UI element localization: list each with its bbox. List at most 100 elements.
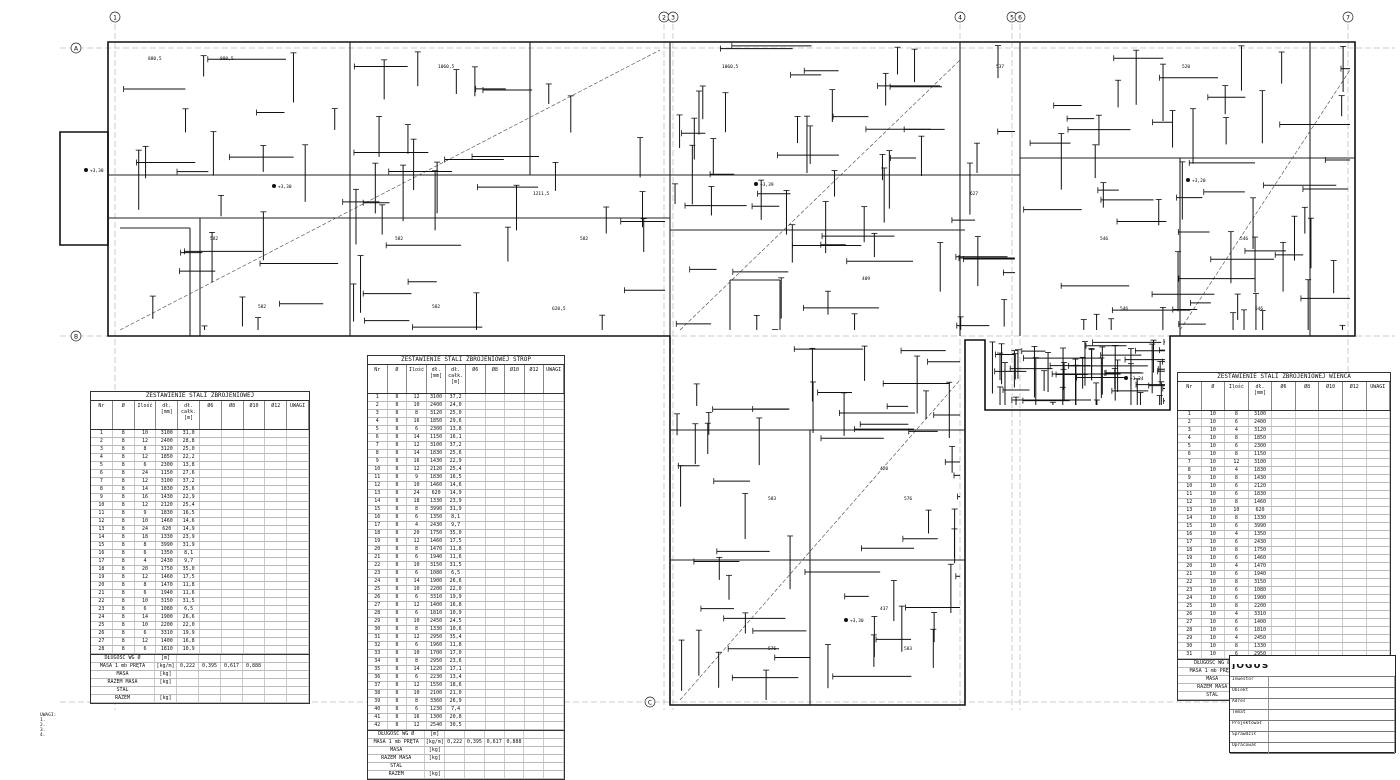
table-footer-cell: [524, 739, 545, 746]
table-cell: 8: [135, 582, 157, 589]
table-cell: [486, 410, 506, 417]
title-block-label: Projektował: [1230, 721, 1269, 731]
table-cell: 2120: [1249, 483, 1273, 490]
table-cell: 10: [1202, 627, 1226, 634]
table-cell: [1296, 483, 1320, 490]
table-footer-cell: RAZEM: [91, 695, 155, 702]
table-cell: [1296, 451, 1320, 458]
table-cell: [525, 594, 545, 601]
table-header-cell: UWAGI: [544, 365, 564, 393]
table-cell: 10: [1202, 571, 1226, 578]
table-footer-cell: [465, 763, 485, 770]
table-cell: 6: [135, 590, 157, 597]
table-cell: 10: [1202, 523, 1226, 530]
table-cell: 10: [1202, 651, 1226, 658]
table-cell: [1343, 603, 1367, 610]
table-cell: 25,4: [178, 502, 200, 509]
table-cell: [1296, 595, 1320, 602]
table-cell: [287, 598, 309, 605]
table-footer-cell: [199, 655, 221, 662]
table-cell: [505, 682, 525, 689]
table-cell: [544, 538, 564, 545]
table-cell: [1367, 443, 1391, 450]
note-line: 2.: [40, 723, 46, 728]
table-cell: [525, 682, 545, 689]
table-cell: 8: [388, 586, 408, 593]
notes-title: UWAGI:: [40, 713, 57, 718]
room-dimension-label: 582: [210, 236, 218, 242]
axis-bubble: [667, 11, 679, 23]
table-cell: [222, 550, 244, 557]
table-cell: 2100: [427, 690, 447, 697]
table-cell: [1272, 651, 1296, 658]
table-cell: 27: [91, 638, 113, 645]
table-cell: 4: [1225, 467, 1249, 474]
table-cell: [222, 518, 244, 525]
table-cell: [525, 482, 545, 489]
table-cell: [1272, 499, 1296, 506]
table-cell: [222, 566, 244, 573]
table-cell: [1319, 651, 1343, 658]
table-cell: 6: [135, 630, 157, 637]
table-cell: 14: [407, 666, 427, 673]
table-cell: 31: [1178, 651, 1202, 658]
room-dimension-label: 420: [880, 466, 888, 472]
table-cell: 2400: [1249, 419, 1273, 426]
table-cell: [1367, 627, 1391, 634]
table-cell: [486, 442, 506, 449]
table-cell: 1830: [427, 450, 447, 457]
table-cell: 21: [91, 590, 113, 597]
table-cell: 6: [1225, 539, 1249, 546]
table-cell: [1367, 515, 1391, 522]
table-cell: 8,1: [446, 514, 466, 521]
table-cell: 8: [407, 698, 427, 705]
room-dimension-label: 880,5: [148, 56, 162, 62]
table-cell: [244, 446, 266, 453]
level-mark-icon: [1124, 376, 1128, 380]
table-cell: [1319, 507, 1343, 514]
table-cell: 8: [113, 638, 135, 645]
table-cell: [1296, 619, 1320, 626]
table-cell: 1810: [427, 610, 447, 617]
table-cell: 12: [1225, 459, 1249, 466]
table-cell: 4: [1225, 531, 1249, 538]
table-cell: 6: [135, 606, 157, 613]
table-cell: [244, 582, 266, 589]
table-cell: 10,9: [446, 610, 466, 617]
table-cell: [544, 586, 564, 593]
table-cell: [1319, 595, 1343, 602]
table-cell: 24: [91, 614, 113, 621]
table-cell: 2200: [156, 622, 179, 629]
table-header-cell: Nr: [91, 401, 113, 429]
table-cell: 30: [1178, 643, 1202, 650]
table-footer-row: RAZEM MASA[kg]: [368, 755, 564, 763]
table-cell: 1940: [1249, 571, 1273, 578]
table-cell: 8: [388, 682, 408, 689]
table-footer-cell: [177, 655, 199, 662]
table-cell: [505, 610, 525, 617]
table-cell: 41: [368, 714, 388, 721]
table-cell: [525, 458, 545, 465]
table-cell: [1367, 483, 1391, 490]
table-cell: [1272, 587, 1296, 594]
table-cell: 3150: [427, 562, 447, 569]
table-footer-cell: DŁUGOŚĆ WG Ø: [368, 731, 426, 738]
table-footer-row: STAL: [91, 687, 309, 695]
table-cell: [244, 462, 266, 469]
table-footer-cell: [243, 655, 265, 662]
table-footer-cell: [505, 747, 525, 754]
table-cell: [525, 450, 545, 457]
table-cell: [222, 534, 244, 541]
table-cell: [1367, 539, 1391, 546]
table-cell: [525, 442, 545, 449]
table-cell: [525, 626, 545, 633]
table-cell: [1367, 643, 1391, 650]
table-cell: 11: [368, 474, 388, 481]
table-cell: [505, 602, 525, 609]
table-cell: 3990: [156, 542, 179, 549]
table-header-cell: Ø: [113, 401, 135, 429]
table-cell: 2540: [427, 722, 447, 729]
